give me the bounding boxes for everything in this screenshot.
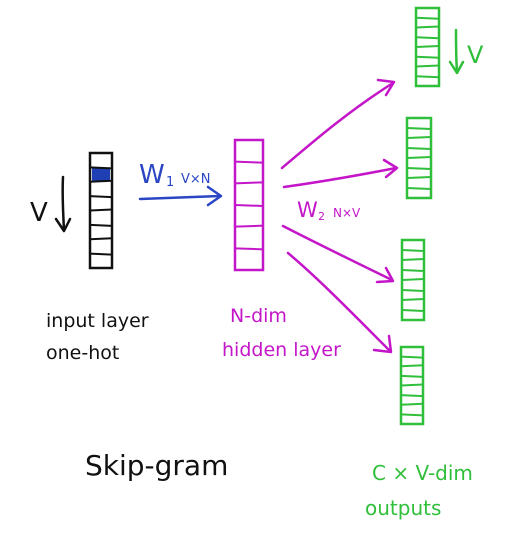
output-vector-1-cell-divider: [415, 55, 440, 59]
input-vector-cell-divider: [89, 195, 113, 199]
hidden-label-line1: N-dim: [230, 305, 287, 327]
w2-arrows: [280, 78, 399, 354]
output-vector-1-cell-divider: [415, 45, 440, 48]
w1-arrow-shaft: [138, 194, 222, 201]
output-v-label: V: [467, 41, 484, 69]
output-vector-1: [414, 6, 441, 88]
w2-subscript: 2: [318, 210, 325, 223]
outputs-label-line2: outputs: [365, 496, 441, 520]
input-vector-cell-divider: [89, 252, 113, 256]
output-vector-3-cell-divider: [401, 309, 425, 312]
output-vector-4-cell-divider: [400, 394, 424, 398]
input-vector-hot-cell: [92, 168, 110, 181]
output-vector-1-cell-divider: [415, 36, 440, 40]
input-label-line1: input layer: [46, 310, 149, 332]
input-vector-cell-divider: [89, 166, 113, 170]
w2-arrow-2: [282, 166, 398, 189]
hidden-layer-vector: [233, 138, 265, 272]
output-vector-4: [399, 345, 425, 426]
w2-arrow-3-head: [375, 266, 395, 284]
output-vector-2-cell-divider: [406, 176, 432, 179]
input-vector: [88, 151, 114, 270]
output-vector-2-cell-divider: [406, 127, 432, 130]
output-vector-3-cell-divider: [401, 278, 425, 281]
w2-arrow-2-head: [382, 158, 399, 179]
diagram-title: Skip-gram: [85, 449, 228, 482]
output-vector-3-cell-divider: [401, 269, 425, 272]
hidden-vector-cell-divider: [234, 204, 264, 207]
output-vector-4-cell-divider: [400, 402, 424, 406]
w2-arrow-4-head: [372, 334, 393, 354]
input-down-arrow-shaft: [61, 175, 66, 232]
output-vector-1-cell-divider: [415, 75, 440, 79]
w1-label: W: [139, 160, 165, 190]
input-v-dimension: V: [30, 175, 72, 233]
output-vector-2-cell-divider: [406, 167, 432, 170]
output-vector-3-cell-divider: [401, 289, 425, 292]
input-down-arrow-head: [54, 217, 72, 233]
w1-arrow-head: [206, 185, 223, 207]
input-label-line2: one-hot: [46, 342, 119, 364]
output-vector-2-cell-divider: [406, 187, 432, 190]
output-vector-1-cell-divider: [415, 25, 440, 29]
input-vector-cell-divider: [89, 179, 113, 183]
output-v-dimension: V: [448, 28, 484, 75]
output-layer-vectors: [399, 6, 441, 426]
hidden-vector-cell-divider: [234, 224, 264, 228]
input-layer-vector: [88, 151, 114, 270]
output-vector-3-cell-divider: [401, 298, 425, 301]
output-vector-1-cell-divider: [415, 16, 440, 20]
input-vector-cell-divider: [89, 208, 113, 212]
output-down-arrow-head: [448, 60, 465, 75]
output-vector-4-cell-divider: [400, 374, 424, 378]
output-vector-3-cell-divider: [401, 258, 425, 261]
hidden-vector: [233, 138, 265, 272]
output-vector-4-cell-divider: [400, 413, 424, 417]
hidden-vector-cell-divider: [234, 160, 264, 164]
w1-weights: W 1 V×N: [138, 160, 223, 207]
w2-arrow-3: [281, 224, 394, 282]
output-vector-3: [400, 238, 426, 322]
hidden-vector-cell-divider: [234, 247, 264, 251]
input-vector-cell-divider: [89, 223, 113, 227]
input-vector-cell-divider: [89, 237, 113, 241]
w1-subscript: 1: [166, 175, 174, 190]
hidden-label-line2: hidden layer: [222, 339, 341, 361]
output-down-arrow-shaft: [454, 28, 459, 74]
output-vector-2-cell-divider: [406, 156, 432, 159]
w2-arrow-4: [286, 251, 392, 353]
w2-weights: W 2 N×V: [297, 198, 361, 223]
output-vector-4-cell-divider: [400, 383, 424, 387]
output-vector-4-cell-divider: [400, 364, 424, 368]
output-vector-1-cell-divider: [415, 64, 440, 68]
output-vector-4-cell-divider: [400, 355, 424, 359]
output-vector-2-cell-divider: [406, 136, 432, 139]
outputs-label-line1: C × V-dim: [372, 461, 473, 485]
w2-dims: N×V: [333, 206, 361, 220]
w2-arrow-1-head: [376, 78, 396, 97]
output-vector-2: [405, 116, 433, 200]
output-vector-3-cell-divider: [401, 249, 425, 252]
w2-arrow-1: [280, 81, 395, 170]
w2-label: W: [297, 198, 318, 222]
hidden-vector-cell-divider: [234, 181, 264, 185]
w1-dims: V×N: [181, 172, 211, 187]
output-vector-2-cell-divider: [406, 147, 432, 150]
input-v-label: V: [30, 198, 48, 228]
